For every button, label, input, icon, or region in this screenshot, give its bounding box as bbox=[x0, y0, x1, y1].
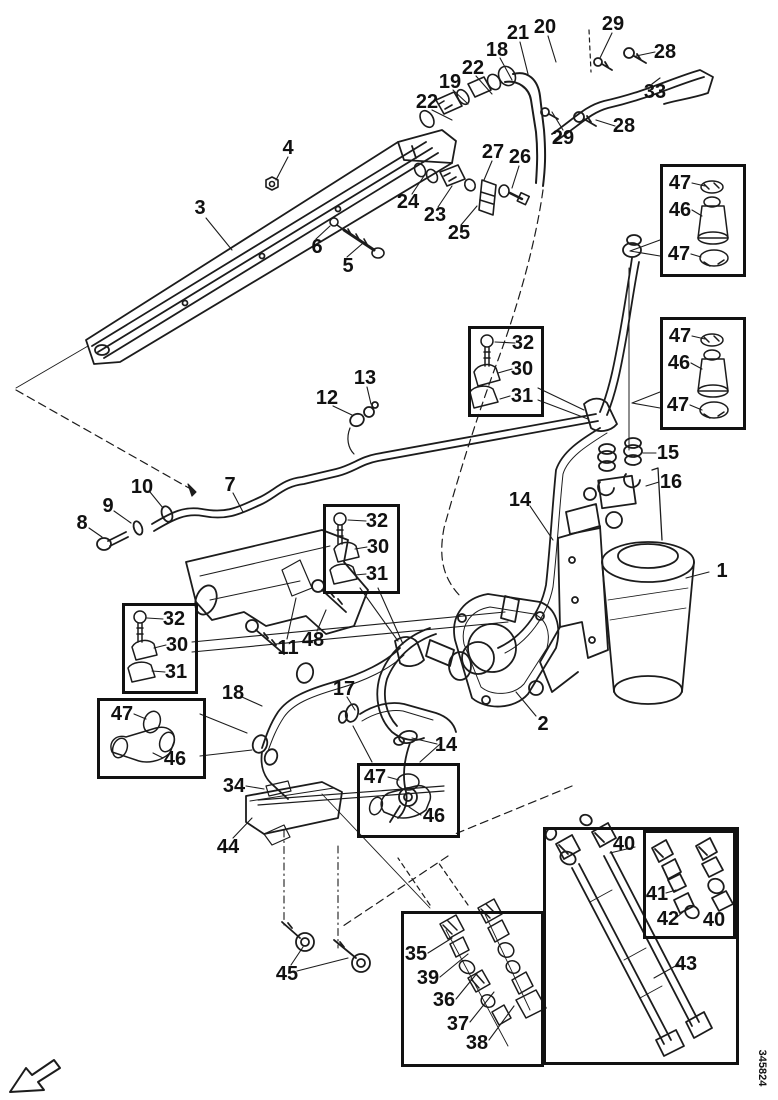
fuel-filter-assembly bbox=[539, 467, 695, 705]
callout-47: 47 bbox=[110, 703, 134, 725]
callout-47: 47 bbox=[666, 394, 690, 416]
callout-24: 24 bbox=[396, 191, 420, 213]
inset-box-5 bbox=[122, 603, 198, 694]
callout-10: 10 bbox=[130, 476, 154, 498]
callout-47: 47 bbox=[668, 172, 692, 194]
dashed-route-lines bbox=[15, 189, 573, 929]
callout-42: 42 bbox=[656, 908, 680, 930]
callout-30: 30 bbox=[510, 358, 534, 380]
callout-22: 22 bbox=[461, 57, 485, 79]
callout-12: 12 bbox=[315, 387, 339, 409]
callout-46: 46 bbox=[667, 352, 691, 374]
bracket-44-group bbox=[245, 780, 445, 973]
callout-39: 39 bbox=[416, 967, 440, 989]
inset-box-9 bbox=[543, 827, 739, 1065]
inset-box-1 bbox=[660, 164, 746, 277]
hose-box-contents bbox=[544, 813, 734, 1057]
callout-21: 21 bbox=[506, 22, 530, 44]
callout-40: 40 bbox=[702, 909, 726, 931]
callout-33: 33 bbox=[643, 81, 667, 103]
callout-32: 32 bbox=[162, 608, 186, 630]
callout-40: 40 bbox=[612, 833, 636, 855]
callout-32: 32 bbox=[511, 332, 535, 354]
callout-37: 37 bbox=[446, 1013, 470, 1035]
callout-46: 46 bbox=[422, 805, 446, 827]
callout-19: 19 bbox=[438, 71, 462, 93]
callout-13: 13 bbox=[353, 367, 377, 389]
callout-36: 36 bbox=[432, 989, 456, 1011]
leader-lines bbox=[88, 32, 710, 1041]
callout-28: 28 bbox=[612, 115, 636, 137]
inset-box-6 bbox=[97, 698, 206, 779]
callout-1: 1 bbox=[716, 560, 728, 582]
inset-parts bbox=[110, 180, 729, 819]
overflow-tube-33 bbox=[540, 29, 714, 142]
callout-17: 17 bbox=[332, 678, 356, 700]
callout-46: 46 bbox=[163, 748, 187, 770]
inset-box-8 bbox=[401, 911, 544, 1067]
callout-14: 14 bbox=[508, 489, 532, 511]
callout-4: 4 bbox=[282, 137, 294, 159]
supply-hose-upper bbox=[597, 234, 643, 497]
callout-48: 48 bbox=[301, 629, 325, 651]
callout-20: 20 bbox=[533, 16, 557, 38]
callout-30: 30 bbox=[366, 536, 390, 558]
callout-31: 31 bbox=[365, 563, 389, 585]
supply-line-14 bbox=[497, 427, 608, 654]
inset-box-10 bbox=[643, 830, 736, 939]
rail-hardware bbox=[265, 176, 385, 259]
callout-45: 45 bbox=[275, 963, 299, 985]
inset-box-2 bbox=[660, 317, 746, 430]
callout-2: 2 bbox=[537, 713, 549, 735]
callout-29: 29 bbox=[551, 127, 575, 149]
fuel-line-7 bbox=[96, 397, 618, 551]
callout-22: 22 bbox=[415, 91, 439, 113]
callout-29: 29 bbox=[601, 13, 625, 35]
bleed-valve-fittings bbox=[413, 162, 531, 216]
inset-box-3 bbox=[468, 326, 544, 417]
support-bracket-11 bbox=[185, 529, 369, 655]
callout-35: 35 bbox=[404, 943, 428, 965]
lower-hoses bbox=[251, 627, 457, 819]
callout-8: 8 bbox=[76, 512, 88, 534]
callout-14: 14 bbox=[434, 734, 458, 756]
callout-32: 32 bbox=[365, 510, 389, 532]
callout-16: 16 bbox=[659, 471, 683, 493]
callout-47: 47 bbox=[667, 243, 691, 265]
callout-7: 7 bbox=[224, 474, 236, 496]
return-tube-fittings bbox=[419, 65, 547, 187]
callout-6: 6 bbox=[311, 236, 323, 258]
callout-28: 28 bbox=[653, 41, 677, 63]
callout-9: 9 bbox=[102, 495, 114, 517]
inset-box-4 bbox=[323, 504, 400, 594]
callout-3: 3 bbox=[194, 197, 206, 219]
view-direction-arrow-icon bbox=[9, 1059, 61, 1093]
inset-box-7 bbox=[357, 763, 460, 838]
callout-26: 26 bbox=[508, 146, 532, 168]
callout-47: 47 bbox=[668, 325, 692, 347]
callout-27: 27 bbox=[481, 141, 505, 163]
callout-31: 31 bbox=[510, 385, 534, 407]
callout-15: 15 bbox=[656, 442, 680, 464]
callout-46: 46 bbox=[668, 199, 692, 221]
callout-30: 30 bbox=[165, 634, 189, 656]
callout-23: 23 bbox=[423, 204, 447, 226]
callout-18: 18 bbox=[221, 682, 245, 704]
callout-34: 34 bbox=[222, 775, 246, 797]
callout-47: 47 bbox=[363, 766, 387, 788]
callout-44: 44 bbox=[216, 836, 240, 858]
callout-18: 18 bbox=[485, 39, 509, 61]
callout-43: 43 bbox=[674, 953, 698, 975]
clamp-rail-assembly bbox=[85, 129, 457, 365]
callout-25: 25 bbox=[447, 222, 471, 244]
fitting-chains-box bbox=[439, 898, 547, 1047]
callout-5: 5 bbox=[342, 255, 354, 277]
callout-11: 11 bbox=[277, 637, 299, 659]
figure-reference-code: 345824 bbox=[756, 1049, 768, 1087]
callout-38: 38 bbox=[465, 1032, 489, 1054]
callout-31: 31 bbox=[164, 661, 188, 683]
callout-41: 41 bbox=[645, 883, 669, 905]
fuel-pump bbox=[425, 593, 560, 708]
